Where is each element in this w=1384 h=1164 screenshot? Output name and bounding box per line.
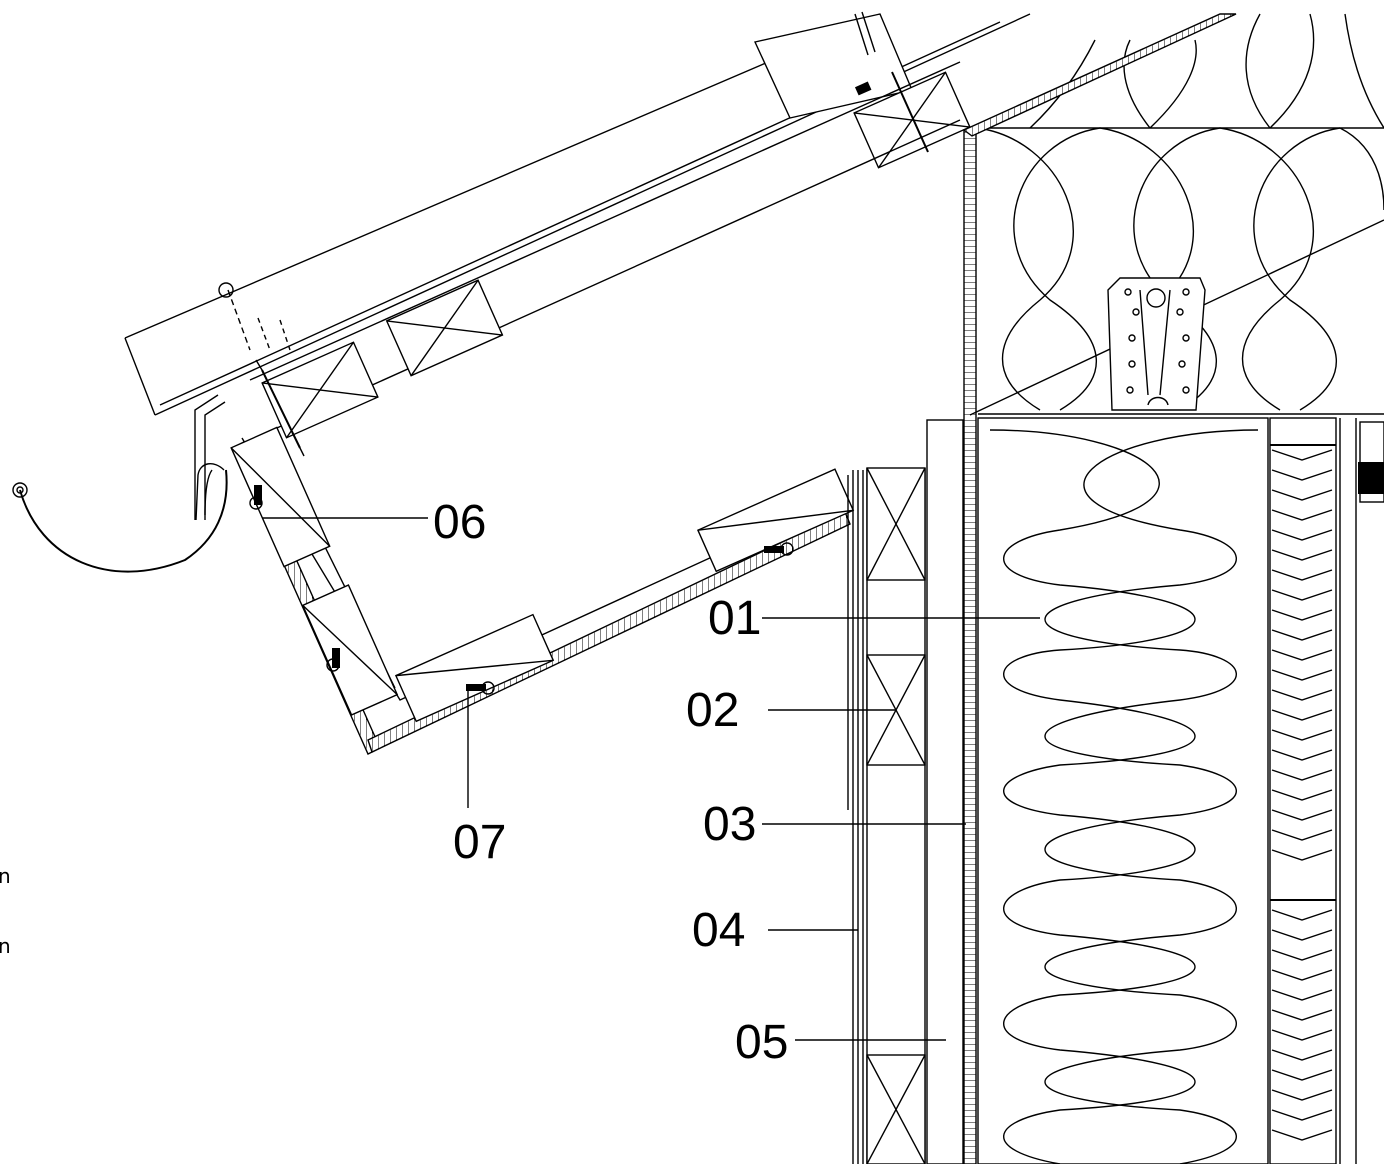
callout-04: 04 <box>692 904 745 957</box>
batten-low <box>261 341 379 439</box>
wall-batten-3 <box>866 1054 926 1164</box>
batten-mid <box>385 279 504 377</box>
edge-text-1: n <box>0 864 11 888</box>
roof-assembly <box>124 11 1031 457</box>
screw-eave <box>218 282 305 457</box>
screw-ridge <box>891 71 929 153</box>
steel-bracket <box>1107 277 1206 411</box>
insulation-inner <box>1270 444 1336 1141</box>
callout-leaders <box>262 517 1040 1041</box>
callout-07: 07 <box>453 816 506 869</box>
callout-01: 01 <box>708 592 761 645</box>
edge-text-2: n <box>0 934 11 958</box>
callout-06: 06 <box>433 496 486 549</box>
block-lower <box>301 584 399 716</box>
callout-03: 03 <box>703 798 756 851</box>
block-07 <box>394 613 555 723</box>
block-right <box>696 468 855 573</box>
block-06 <box>230 426 331 568</box>
gutter <box>12 394 228 573</box>
soffit-box <box>230 426 855 755</box>
attic-insulation <box>962 13 1384 416</box>
wall-batten-1 <box>866 467 926 581</box>
callout-05: 05 <box>735 1016 788 1069</box>
insulation-main <box>989 429 1259 1164</box>
callout-02: 02 <box>686 684 739 737</box>
callout-labels: 06 01 02 03 04 05 07 <box>433 496 788 1069</box>
